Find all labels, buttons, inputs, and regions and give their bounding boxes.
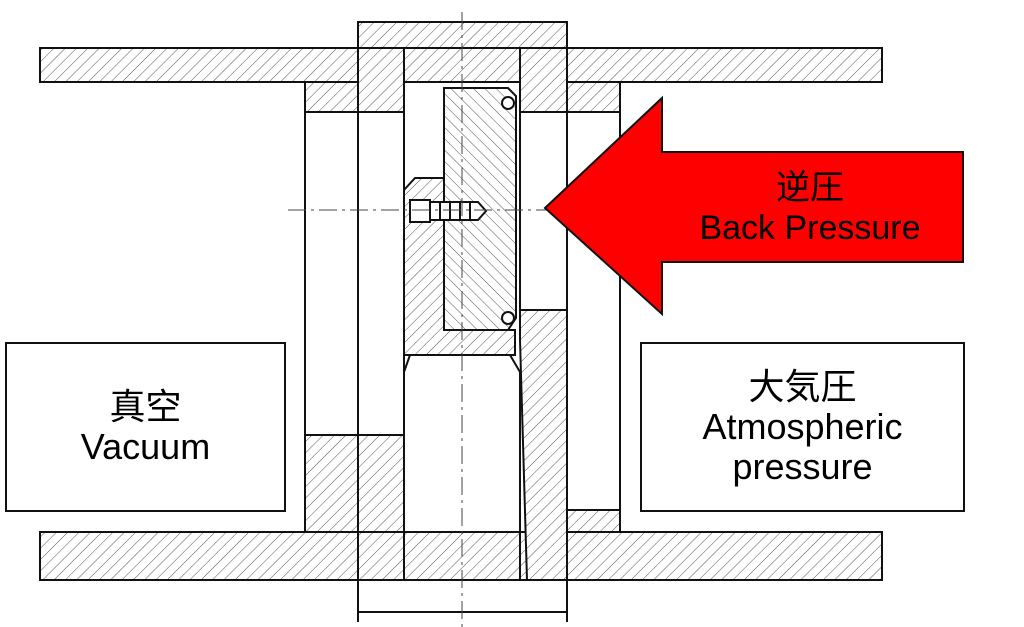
vacuum-jp: 真空	[109, 386, 182, 427]
bottom-wall	[39, 434, 883, 581]
centerlines	[288, 12, 560, 627]
back-pressure-label: 逆圧 Back Pressure	[660, 168, 960, 248]
atmospheric-en-line2: pressure	[732, 446, 873, 487]
lower-body	[403, 354, 521, 580]
atmospheric-en-line1: Atmospheric	[702, 406, 903, 447]
left-housing	[357, 47, 405, 580]
vacuum-label-box: 真空 Vacuum	[5, 342, 286, 512]
back-pressure-arrow	[543, 95, 964, 317]
back-pressure-jp: 逆圧	[776, 169, 844, 207]
back-pressure-en: Back Pressure	[699, 209, 921, 247]
top-wall	[39, 47, 883, 113]
atmospheric-label-box: 大気圧 Atmospheric pressure	[640, 342, 965, 512]
vacuum-en: Vacuum	[80, 426, 211, 467]
atmospheric-jp: 大気圧	[748, 366, 857, 407]
right-housing	[519, 47, 568, 581]
chamber-outlines	[40, 81, 882, 533]
